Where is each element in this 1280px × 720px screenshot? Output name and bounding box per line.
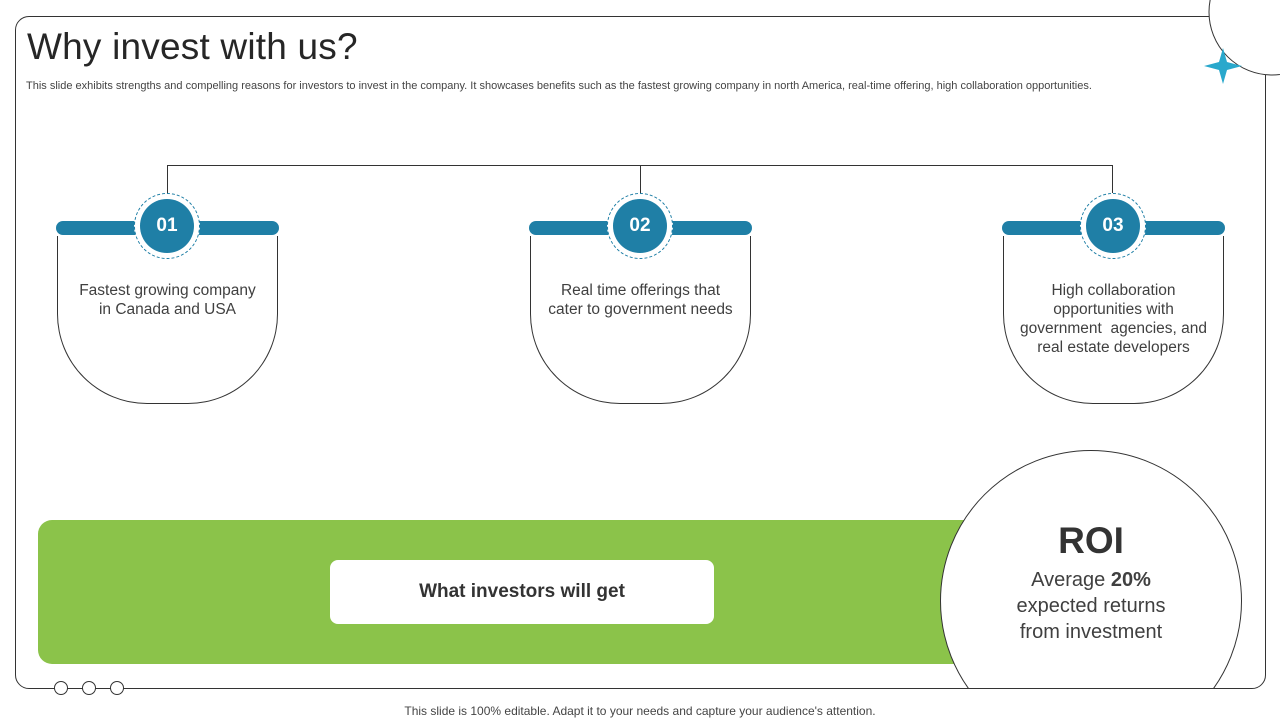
connector-vertical-1	[167, 165, 168, 195]
card-3-number: 03	[1086, 199, 1140, 253]
roi-line-1: Average 20%	[940, 567, 1242, 593]
roi-value: 20%	[1110, 569, 1151, 591]
card-3-line-2: opportunities with	[1053, 301, 1174, 318]
roi-clip	[940, 450, 1242, 688]
card-2-line-1: Real time offerings that	[560, 282, 721, 299]
footer-note: This slide is 100% editable. Adapt it to…	[404, 704, 876, 718]
corner-decoration	[1204, 0, 1280, 84]
roi-line-2: expected returns	[1016, 595, 1166, 617]
card-2: Real time offerings that cater to govern…	[530, 236, 751, 404]
connector-vertical-2	[640, 165, 641, 195]
card-2-number: 02	[613, 199, 667, 253]
roi-title: ROI	[1058, 520, 1124, 561]
card-3: High collaboration opportunities with go…	[1003, 236, 1224, 404]
roi-circle	[940, 450, 1242, 688]
page-title: Why invest with us?	[27, 26, 358, 67]
card-1-number-badge: 01	[134, 193, 200, 259]
card-2-number-badge: 02	[607, 193, 673, 259]
card-3-text: High collaboration opportunities with go…	[1014, 281, 1213, 357]
dots-line	[30, 688, 130, 689]
dot-1	[54, 681, 68, 695]
roi-line-3: from investment	[1019, 621, 1163, 643]
card-3-line-1: High collaboration	[1051, 282, 1176, 299]
investors-label: What investors will get	[330, 560, 714, 624]
card-1: Fastest growing company in Canada and US…	[57, 236, 278, 404]
pagination-dots	[54, 681, 124, 695]
card-1-number: 01	[140, 199, 194, 253]
connector-vertical-3	[1112, 165, 1113, 195]
dot-2	[82, 681, 96, 695]
card-3-number-badge: 03	[1080, 193, 1146, 259]
card-2-text: Real time offerings that cater to govern…	[541, 281, 740, 319]
four-point-star-icon	[1204, 48, 1242, 84]
card-1-line-1: Fastest growing company	[79, 282, 256, 299]
dot-3	[110, 681, 124, 695]
roi-prefix: Average	[1031, 569, 1111, 591]
card-2-line-2: cater to government needs	[548, 301, 733, 318]
card-1-text: Fastest growing company in Canada and US…	[68, 281, 267, 319]
roi-description: Average 20% expected returns from invest…	[940, 567, 1242, 645]
page-subtitle: This slide exhibits strengths and compel…	[26, 80, 1092, 92]
card-3-line-3: government agencies, and	[1020, 320, 1207, 337]
card-3-line-4: real estate developers	[1037, 339, 1190, 356]
card-1-line-2: in Canada and USA	[98, 301, 236, 318]
